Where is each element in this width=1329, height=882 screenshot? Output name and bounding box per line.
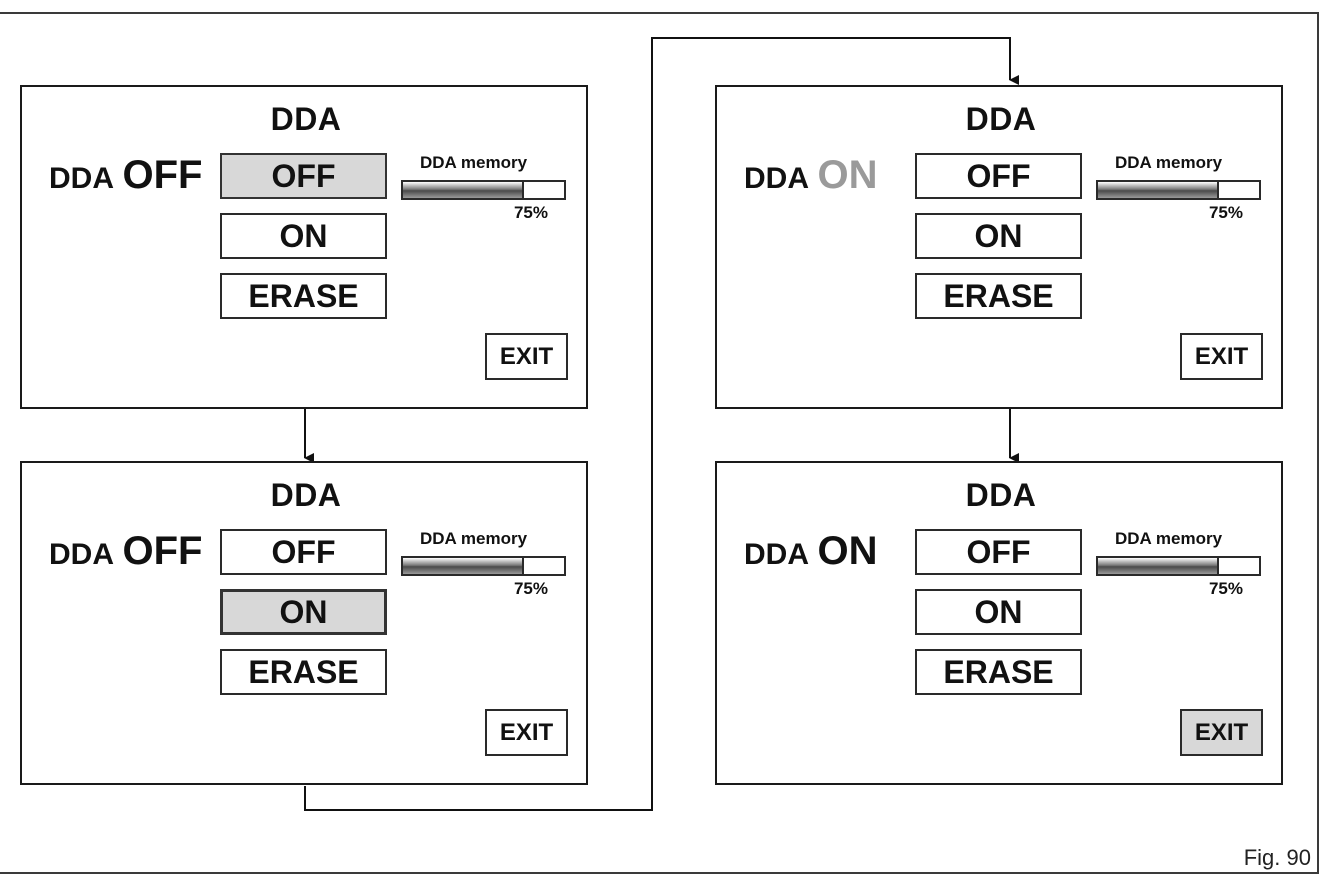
dda-status: DDA ON [744, 529, 877, 574]
memory-percent: 75% [513, 203, 548, 222]
screen-title: DDA [965, 477, 1037, 513]
status-prefix: DDA [49, 538, 114, 571]
screen-step-2: DDA DDA OFF OFF ON ERASE DDA memory 75% … [20, 461, 588, 785]
dda-status: DDA ON [744, 153, 877, 198]
status-prefix: DDA [744, 162, 809, 195]
off-button[interactable]: OFF [220, 529, 387, 575]
status-prefix: DDA [49, 162, 114, 195]
memory-bar [1096, 556, 1261, 576]
exit-button[interactable]: EXIT [1180, 709, 1263, 756]
screen-step-1: DDA DDA OFF OFF ON ERASE DDA memory 75% … [20, 85, 588, 409]
off-button[interactable]: OFF [915, 153, 1082, 199]
memory-percent: 75% [513, 579, 548, 598]
memory-bar [401, 180, 566, 200]
status-value: OFF [122, 529, 203, 573]
figure-frame [0, 12, 1319, 874]
memory-label: DDA memory [1115, 153, 1223, 172]
erase-button[interactable]: ERASE [915, 649, 1082, 695]
memory-bar-fill [1098, 558, 1219, 574]
memory-label: DDA memory [420, 153, 528, 172]
erase-button[interactable]: ERASE [915, 273, 1082, 319]
screen-step-4: DDA DDA ON OFF ON ERASE DDA memory 75% E… [715, 461, 1283, 785]
on-button[interactable]: ON [915, 213, 1082, 259]
screen-step-3: DDA DDA ON OFF ON ERASE DDA memory 75% E… [715, 85, 1283, 409]
memory-bar [1096, 180, 1261, 200]
arrow-screen2-to-screen3 [304, 37, 1019, 811]
off-button[interactable]: OFF [915, 529, 1082, 575]
figure-label: Fig. 90 [1243, 845, 1311, 870]
off-button[interactable]: OFF [220, 153, 387, 199]
on-button[interactable]: ON [220, 589, 387, 635]
status-value: ON [817, 153, 878, 197]
memory-bar-fill [1098, 182, 1219, 198]
screen-title: DDA [965, 101, 1037, 137]
status-value: OFF [122, 153, 203, 197]
status-value: ON [817, 529, 878, 573]
erase-button[interactable]: ERASE [220, 649, 387, 695]
screen-title: DDA [270, 477, 342, 513]
memory-percent: 75% [1208, 579, 1243, 598]
memory-percent: 75% [1208, 203, 1243, 222]
exit-button[interactable]: EXIT [485, 709, 568, 756]
on-button[interactable]: ON [915, 589, 1082, 635]
dda-status: DDA OFF [49, 153, 202, 198]
memory-bar [401, 556, 566, 576]
exit-button[interactable]: EXIT [485, 333, 568, 380]
memory-label: DDA memory [420, 529, 528, 548]
exit-button[interactable]: EXIT [1180, 333, 1263, 380]
memory-label: DDA memory [1115, 529, 1223, 548]
screen-title: DDA [270, 101, 342, 137]
status-prefix: DDA [744, 538, 809, 571]
dda-status: DDA OFF [49, 529, 202, 574]
memory-bar-fill [403, 182, 524, 198]
on-button[interactable]: ON [220, 213, 387, 259]
erase-button[interactable]: ERASE [220, 273, 387, 319]
memory-bar-fill [403, 558, 524, 574]
